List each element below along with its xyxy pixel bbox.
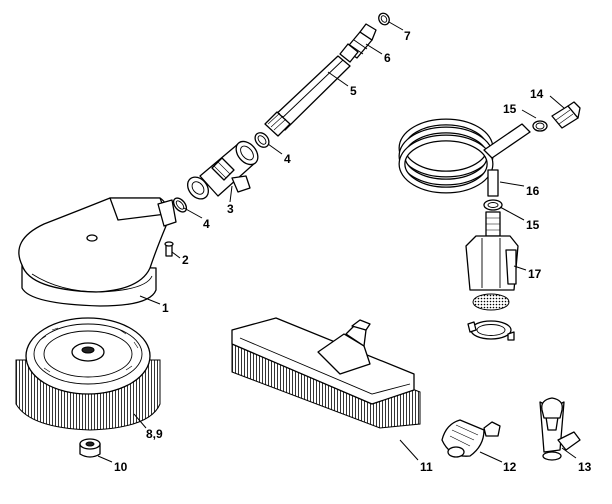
- part-4-o-ring-lower: [172, 197, 188, 213]
- part-2-screw: [164, 241, 174, 257]
- part-15-hose-clamp-upper: [532, 120, 548, 132]
- callout-5: 5: [350, 84, 357, 98]
- leader-lines: [97, 21, 577, 463]
- part-5-tube: [264, 55, 351, 137]
- callout-16: 16: [526, 184, 540, 198]
- callout-1: 1: [162, 301, 169, 315]
- part-3-swivel-joint: [187, 140, 259, 200]
- part-13-angled-nozzle: [539, 397, 581, 461]
- callout-4-upper: 4: [284, 152, 291, 166]
- part-16-coiled-hose: [398, 118, 531, 197]
- callout-4-lower: 4: [203, 217, 210, 231]
- retaining-ring: [467, 320, 515, 341]
- callout-17: 17: [528, 267, 542, 281]
- part-7-o-ring: [378, 12, 390, 26]
- part-1-brush-housing: [18, 197, 177, 307]
- callout-8-9: 8,9: [146, 427, 163, 441]
- part-8-9-round-brush: [15, 317, 161, 431]
- filter-screen: [472, 293, 510, 311]
- callout-11: 11: [420, 460, 433, 474]
- callout-15-upper: 15: [503, 102, 517, 116]
- part-12-nozzle: [441, 419, 501, 458]
- callout-13: 13: [578, 460, 592, 474]
- part-6-connector: [339, 23, 377, 63]
- callout-15-lower: 15: [526, 218, 540, 232]
- callout-7: 7: [404, 29, 411, 43]
- part-11-flat-brush: [231, 317, 421, 429]
- callout-3: 3: [227, 202, 234, 216]
- callout-14: 14: [530, 87, 544, 101]
- part-10-spacer: [79, 438, 101, 458]
- callout-12: 12: [503, 460, 517, 474]
- callout-labels: 7 6 5 4 3 4 2 1 8,9 10 11 12 13 14 15 16…: [114, 29, 592, 474]
- callout-6: 6: [384, 51, 391, 65]
- callout-10: 10: [114, 460, 128, 474]
- part-4-o-ring-upper: [254, 132, 270, 148]
- part-15-hose-clamp-lower: [483, 199, 503, 211]
- part-17-filter-housing: [465, 211, 519, 291]
- part-14-connector: [551, 101, 581, 129]
- callout-2: 2: [182, 253, 189, 267]
